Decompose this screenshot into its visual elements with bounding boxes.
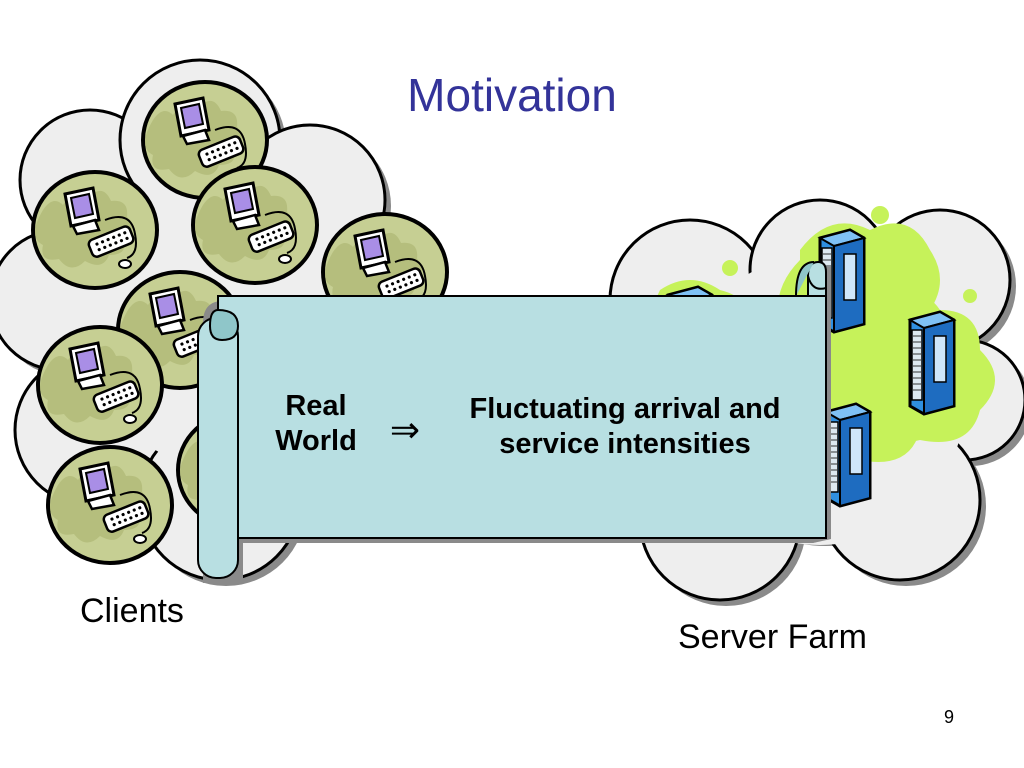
page-number: 9 <box>944 707 955 727</box>
implies-arrow: ⇒ <box>389 409 421 450</box>
real-world-text: Real World <box>275 390 357 458</box>
fluctuating-text: Fluctuating arrival and service intensit… <box>469 393 781 461</box>
scroll-banner-icon <box>197 260 831 583</box>
server-farm-label: Server Farm <box>678 618 867 656</box>
clients-label: Clients <box>80 592 184 630</box>
slide-title: Motivation <box>407 69 617 121</box>
